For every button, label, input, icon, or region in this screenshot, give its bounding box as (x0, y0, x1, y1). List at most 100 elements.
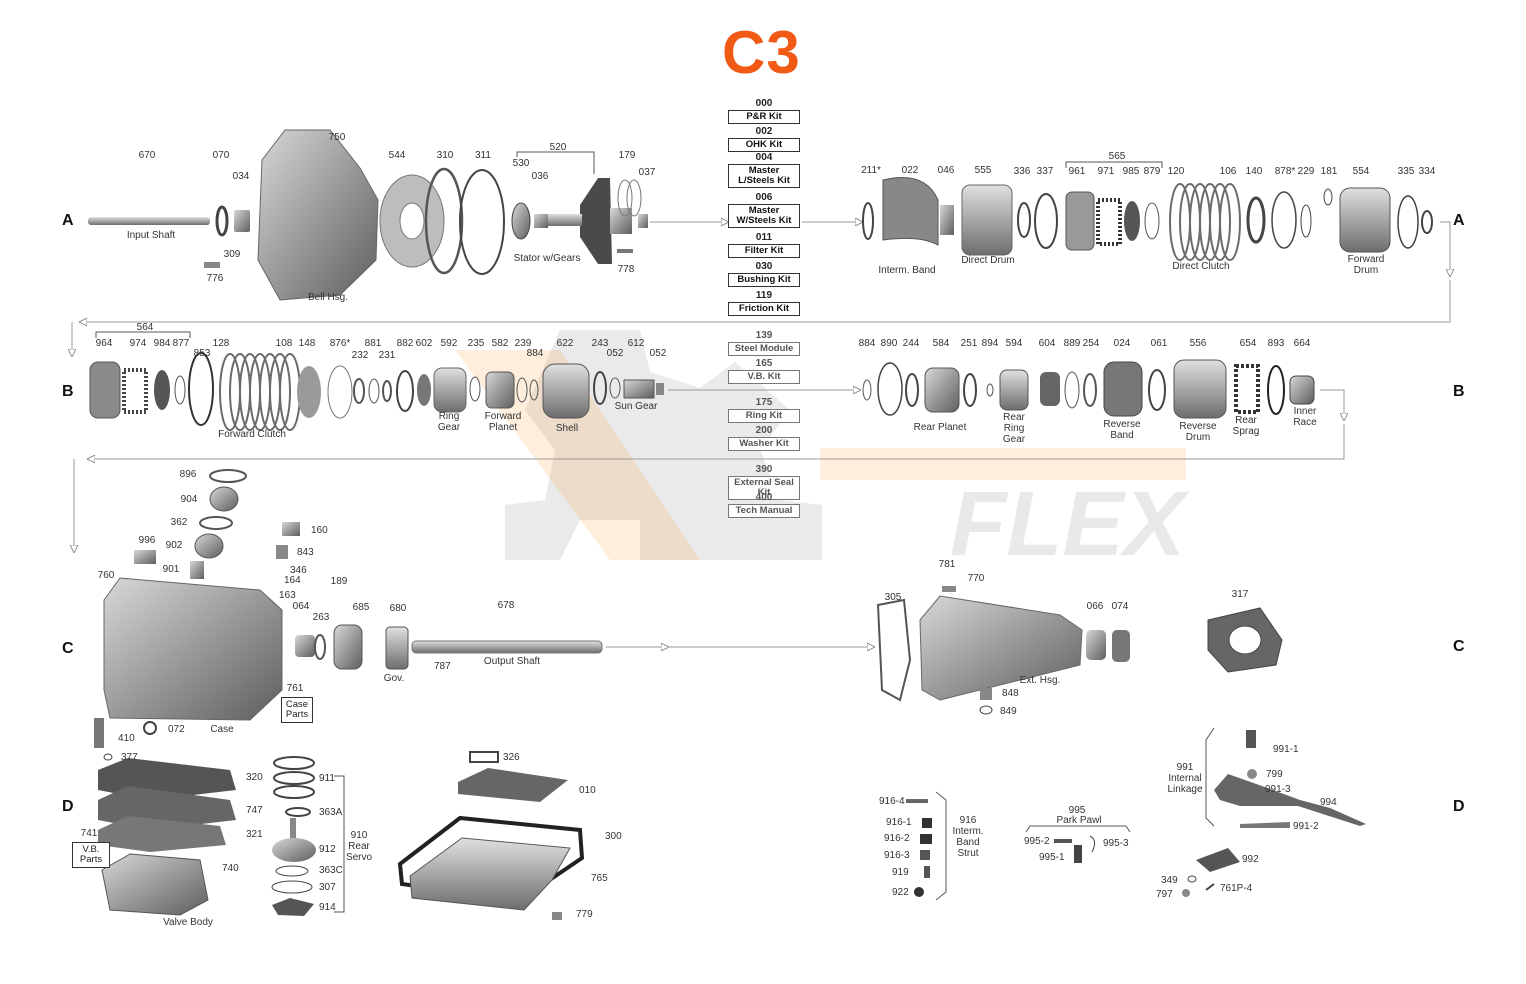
part-239 (516, 377, 528, 403)
part-884 (529, 379, 539, 401)
part-number: 311 (475, 150, 491, 161)
part-890 (877, 362, 903, 416)
part-name: Valve Body (163, 917, 213, 928)
part-843 (276, 545, 288, 559)
part-number: 853 (193, 348, 211, 359)
part-number: 163 (279, 590, 296, 601)
part-number: 894 (981, 338, 999, 349)
part-number: 334 (1418, 166, 1436, 177)
part-name: Output Shaft (483, 656, 541, 667)
part-number: 797 (1156, 889, 1173, 900)
part-number: 337 (1036, 166, 1054, 177)
part-052 (609, 377, 621, 399)
part-number: 181 (1320, 166, 1338, 177)
part-685 (333, 624, 363, 670)
part-number: 985 (1122, 166, 1140, 177)
part-321 (98, 816, 226, 852)
part-916-2 (920, 834, 932, 844)
part-number: 984 (153, 338, 171, 349)
part-243 (593, 371, 607, 405)
part-number: 555 (974, 165, 992, 176)
part-879 (1144, 202, 1160, 240)
part-number: 902 (165, 540, 183, 551)
part-number: 037 (638, 167, 656, 178)
ring-gear (433, 367, 467, 413)
part-305 (876, 598, 912, 702)
part-number: 300 (605, 831, 622, 842)
part-232 (353, 378, 365, 404)
case-parts-box[interactable]: Case Parts (281, 697, 313, 723)
part-number: 346 (290, 565, 307, 576)
part-number: 010 (579, 785, 596, 796)
vb-parts-box[interactable]: V.B. Parts (72, 842, 110, 868)
bracket-520 (516, 151, 595, 174)
part-number: 320 (246, 772, 263, 783)
part-number: 779 (576, 909, 593, 920)
part-070 (215, 205, 229, 237)
part-number: 362 (170, 517, 188, 528)
part-name: Direct Clutch (1172, 261, 1230, 272)
part-number: 064 (292, 601, 310, 612)
part-number: 995-1 (1039, 852, 1065, 863)
part-number: 106 (1219, 166, 1237, 177)
part-916-3 (920, 850, 930, 860)
part-number: 916-2 (884, 833, 910, 844)
part-number: 996 (138, 535, 156, 546)
part-160 (282, 522, 300, 536)
input-shaft (88, 217, 210, 225)
part-number: 046 (937, 165, 955, 176)
part-061 (1148, 369, 1166, 411)
part-072 (143, 721, 157, 735)
part-995-1 (1074, 845, 1082, 863)
part-number: 881 (364, 338, 382, 349)
part-number: 235 (467, 338, 485, 349)
part-number: 022 (901, 165, 919, 176)
sun-gear (623, 379, 655, 399)
part-336 (1017, 202, 1031, 238)
part-number: 916 (959, 815, 977, 826)
part-number: 128 (212, 338, 230, 349)
part-number: 556 (1189, 338, 1207, 349)
output-shaft (411, 640, 603, 654)
forward-planet (485, 371, 515, 409)
part-914 (272, 898, 314, 916)
part-904 (209, 486, 239, 512)
part-363c (275, 865, 309, 877)
part-number: 904 (180, 494, 198, 505)
part-number: 307 (319, 882, 336, 893)
part-number: 848 (1002, 688, 1019, 699)
part-name: Sun Gear (614, 401, 658, 412)
part-number: 919 (892, 867, 909, 878)
part-number: 922 (892, 887, 909, 898)
part-number: 787 (434, 661, 451, 672)
part-number: 750 (328, 132, 346, 143)
bracket-916 (935, 791, 947, 901)
valve-body (101, 853, 209, 916)
part-602 (417, 374, 431, 406)
part-number: 072 (168, 724, 185, 735)
part-number: 410 (118, 733, 135, 744)
part-530 (511, 202, 531, 240)
row-d-parts (94, 718, 1366, 920)
part-number: 893 (1267, 338, 1285, 349)
part-name: Reverse Band (1103, 419, 1141, 441)
part-number: 914 (319, 902, 336, 913)
rear-planet (924, 367, 960, 413)
part-number: 036 (531, 171, 549, 182)
part-964 (89, 361, 121, 419)
part-number: 916-4 (879, 796, 905, 807)
